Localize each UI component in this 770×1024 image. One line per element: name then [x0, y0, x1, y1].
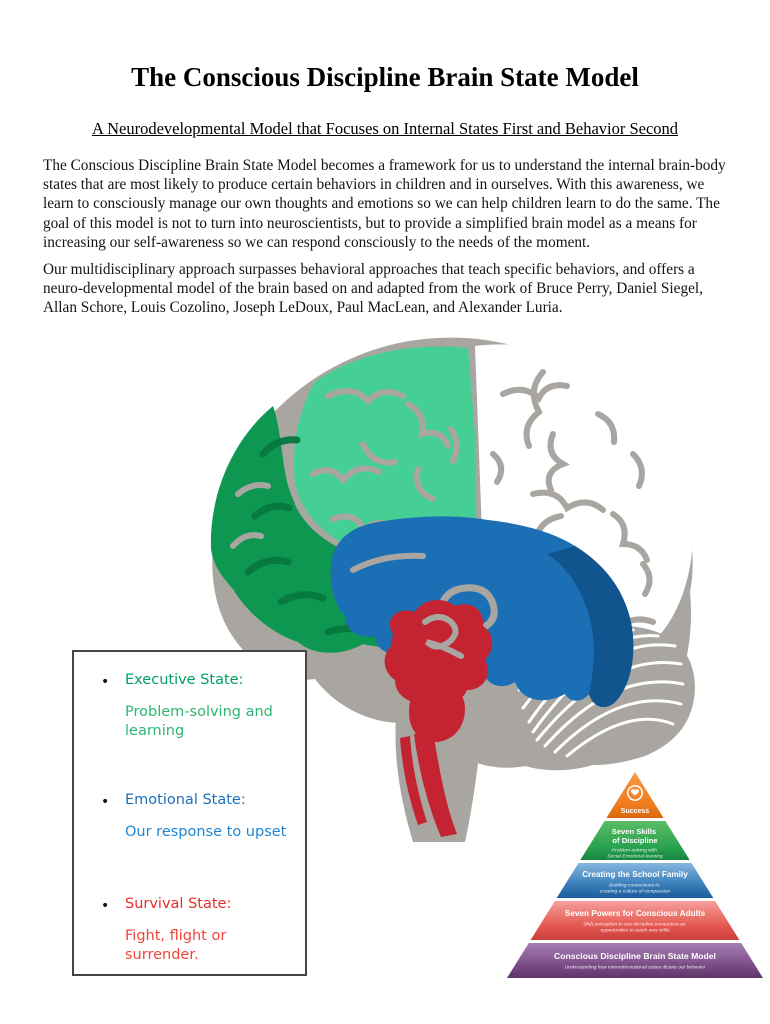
svg-text:Creating the School Family: Creating the School Family [582, 870, 688, 879]
svg-text:Shift perception to see discip: Shift perception to see discipline encou… [583, 922, 687, 934]
intro-paragraph: The Conscious Discipline Brain State Mod… [43, 157, 726, 251]
level-sub-line: Building connections to [609, 883, 660, 889]
level-label-line: Seven Skills [612, 827, 656, 836]
pyramid-level-seven-powers: Seven Powers for Conscious Adults Shift … [530, 901, 740, 940]
approach-paragraph: Our multidisciplinary approach surpasses… [43, 261, 703, 317]
executive-state-description: Problem-solving and learning [125, 704, 273, 739]
legend-item-survival: • Survival State: Fight, flight or surre… [74, 896, 305, 965]
level-sub-line: Social-Emotional learning [607, 854, 663, 860]
page-title: The Conscious Discipline Brain State Mod… [131, 62, 639, 92]
level-sub-line: creating a culture of compassion [600, 889, 671, 895]
level-sub-line: Problem-solving with [612, 848, 657, 854]
executive-state-label: Executive State: [125, 672, 244, 688]
emotional-region [330, 516, 634, 708]
pyramid-level-seven-skills: Seven Skills of Discipline Problem-solvi… [580, 821, 690, 860]
svg-text:Conscious Discipline Brain Sta: Conscious Discipline Brain State Model [554, 951, 716, 961]
pyramid-illustration: Success Seven Skills of Discipline Probl… [507, 772, 763, 978]
svg-text:Understanding how internal/emo: Understanding how internal/emotional sta… [565, 965, 706, 971]
bullet-icon: • [101, 794, 110, 810]
bullet-icon: • [101, 898, 110, 914]
survival-state-description: Fight, flight or surrender. [125, 928, 227, 963]
svg-text:Seven Powers for Conscious Adu: Seven Powers for Conscious Adults [565, 909, 706, 918]
pyramid-level-brain-state-model: Conscious Discipline Brain State Model U… [507, 943, 763, 978]
pyramid-level-success: Success [606, 772, 664, 818]
emotional-state-description: Our response to upset [125, 824, 287, 840]
level-sub-line: Understanding how internal/emotional sta… [565, 965, 706, 971]
level-sub-line: opportunities to teach new skills [600, 928, 670, 934]
page-subtitle: A Neurodevelopmental Model that Focuses … [91, 119, 679, 138]
level-label-line: of Discipline [612, 836, 657, 845]
brain-illustration [210, 337, 695, 842]
legend-item-executive: • Executive State: Problem-solving and l… [74, 672, 305, 741]
legend-item-emotional: • Emotional State: Our response to upset [74, 792, 305, 842]
pyramid-level-school-family: Creating the School Family Building conn… [556, 863, 714, 898]
pyramid-success-label: Success [621, 808, 650, 815]
level-label-line: Creating the School Family [582, 870, 688, 879]
svg-text:Seven Skills of Discip: Seven Skills of Discipline [612, 827, 658, 845]
survival-state-label: Survival State: [125, 896, 232, 912]
level-sub-line: Shift perception to see discipline encou… [583, 922, 686, 928]
survival-region [384, 600, 493, 837]
emotional-state-label: Emotional State: [125, 792, 246, 808]
svg-text:Problem-solving with S: Problem-solving with Social-Emotional le… [607, 848, 663, 860]
hands-heart-icon [627, 785, 643, 801]
brain-states-legend: • Executive State: Problem-solving and l… [72, 650, 307, 976]
svg-text:Building connections to: Building connections to creating a cultu… [600, 883, 671, 895]
level-label-line: Seven Powers for Conscious Adults [565, 909, 706, 918]
bullet-icon: • [101, 674, 110, 690]
level-label-line: Conscious Discipline Brain State Model [554, 951, 716, 961]
